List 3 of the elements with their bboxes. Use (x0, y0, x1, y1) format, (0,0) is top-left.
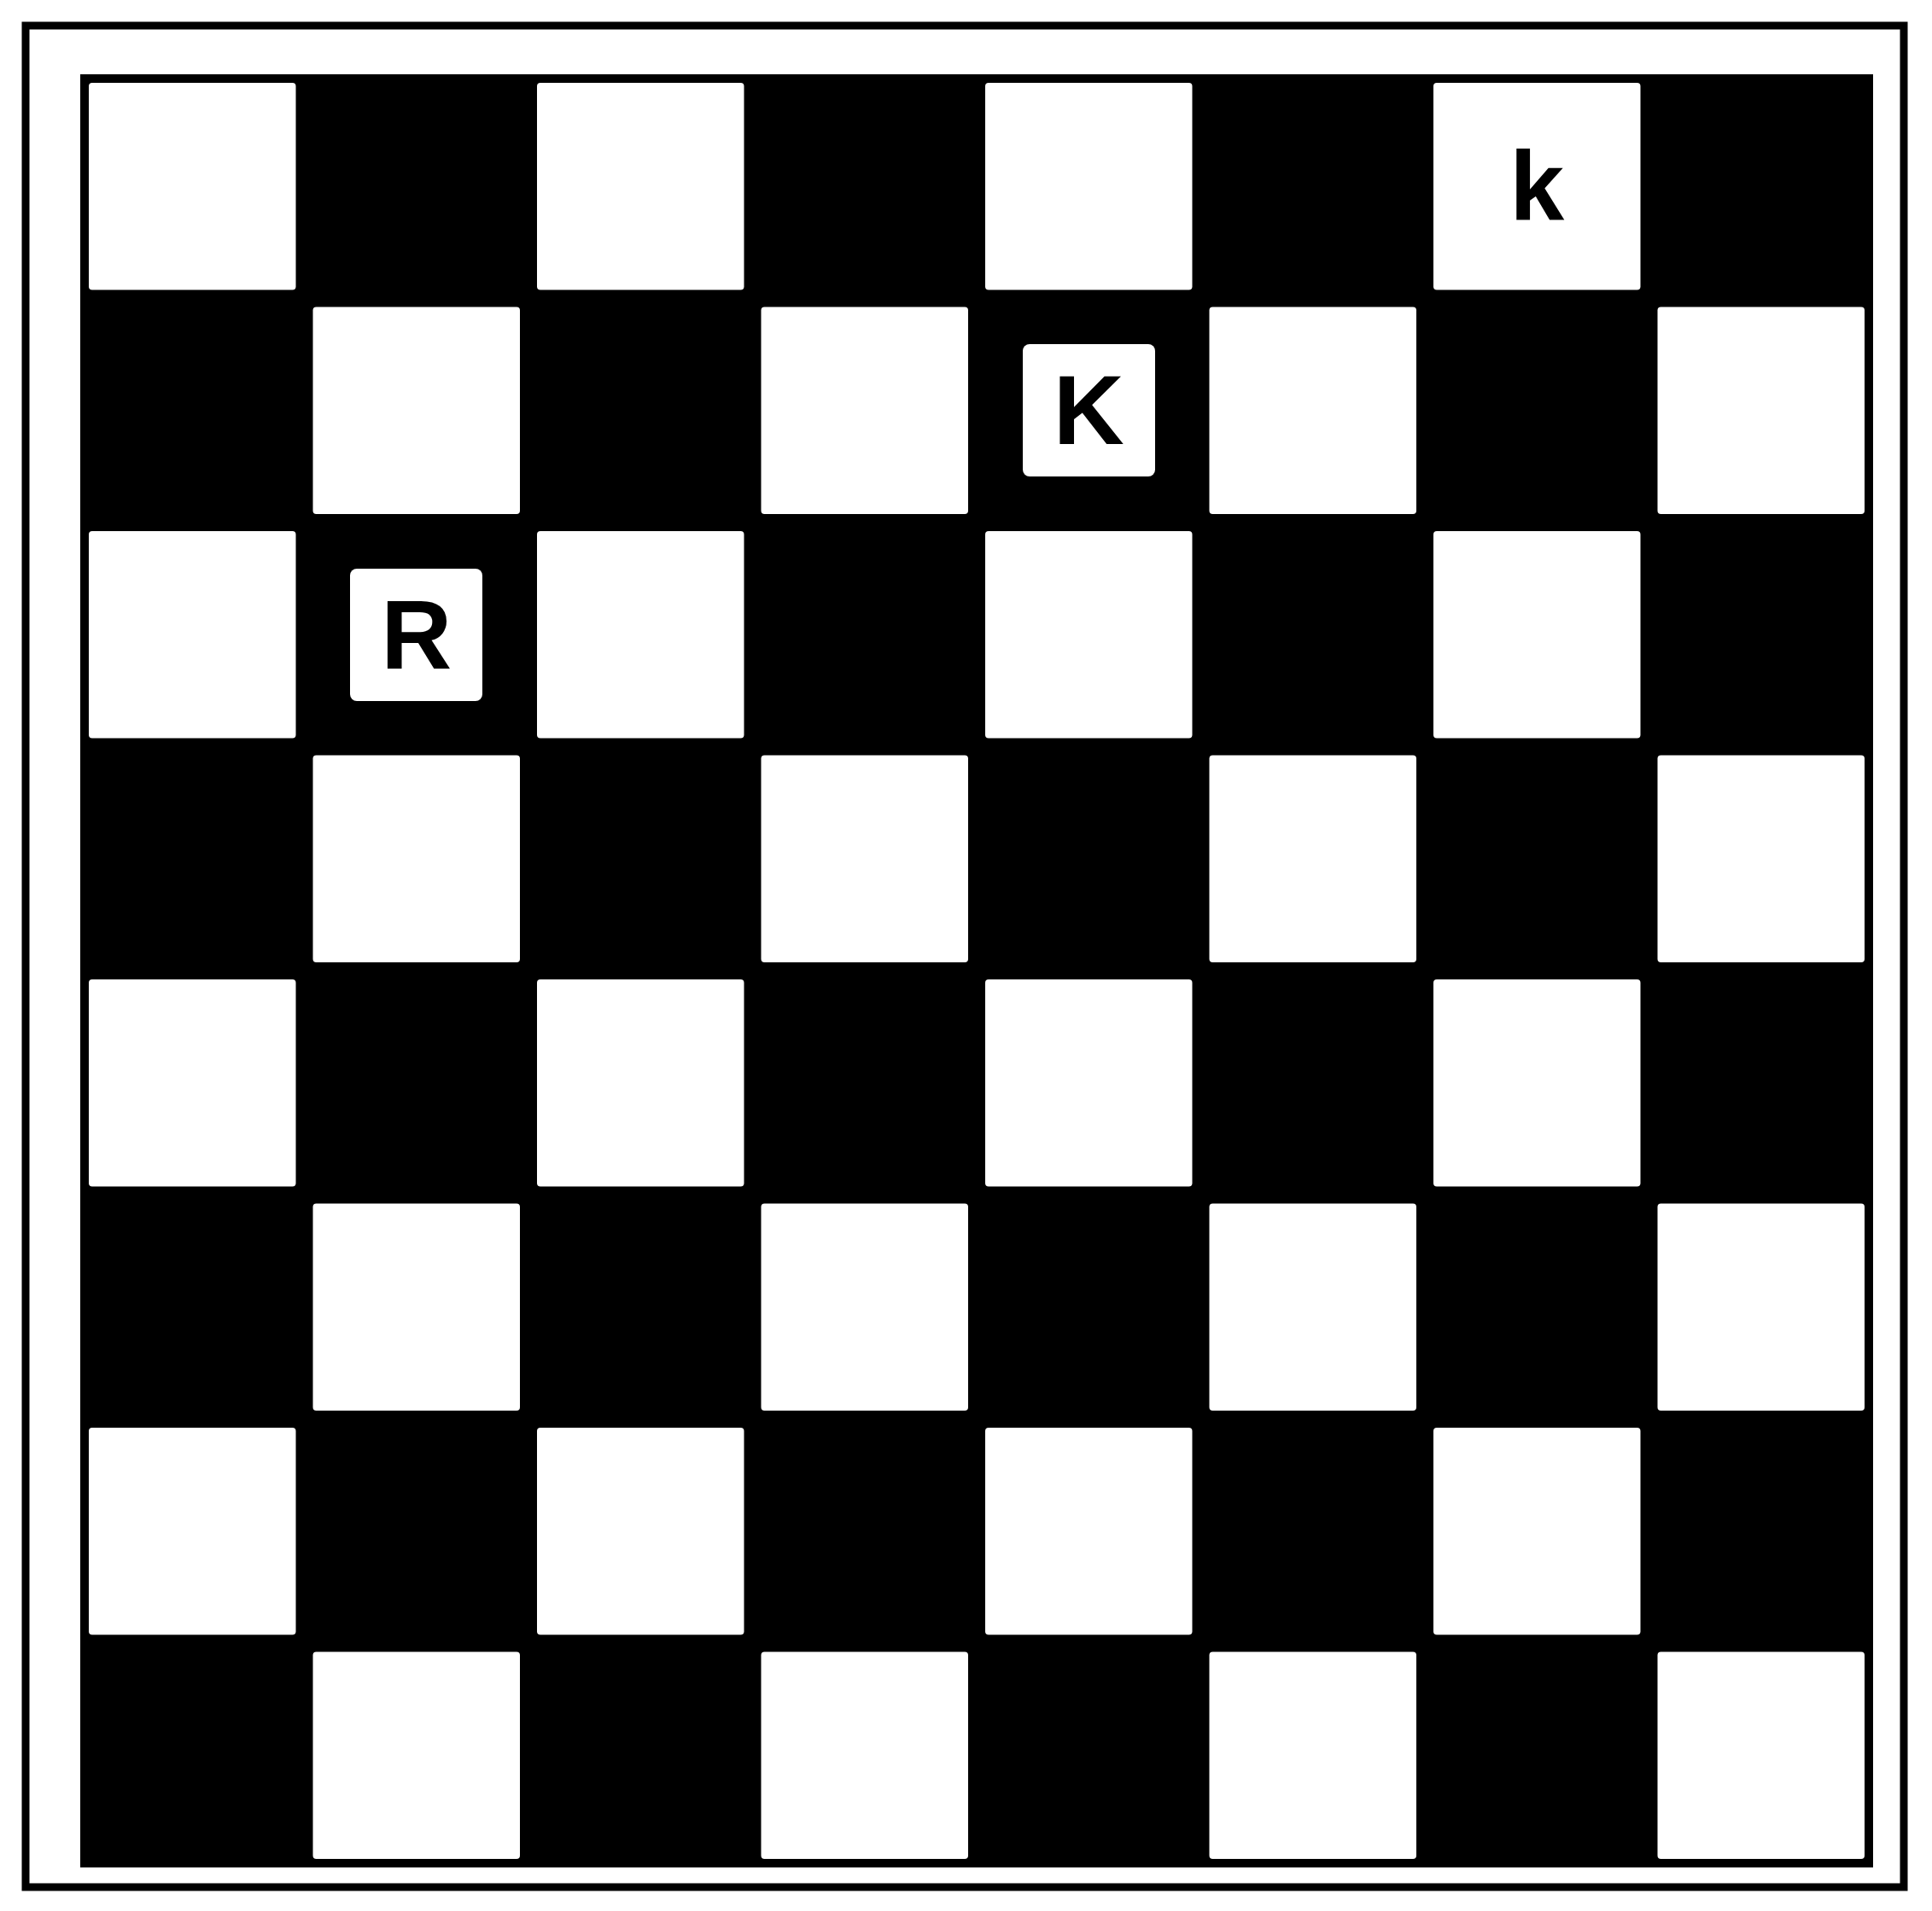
piece-tile: R (350, 568, 483, 701)
piece-letter: k (1509, 137, 1565, 236)
piece-tile: K (1022, 344, 1155, 477)
